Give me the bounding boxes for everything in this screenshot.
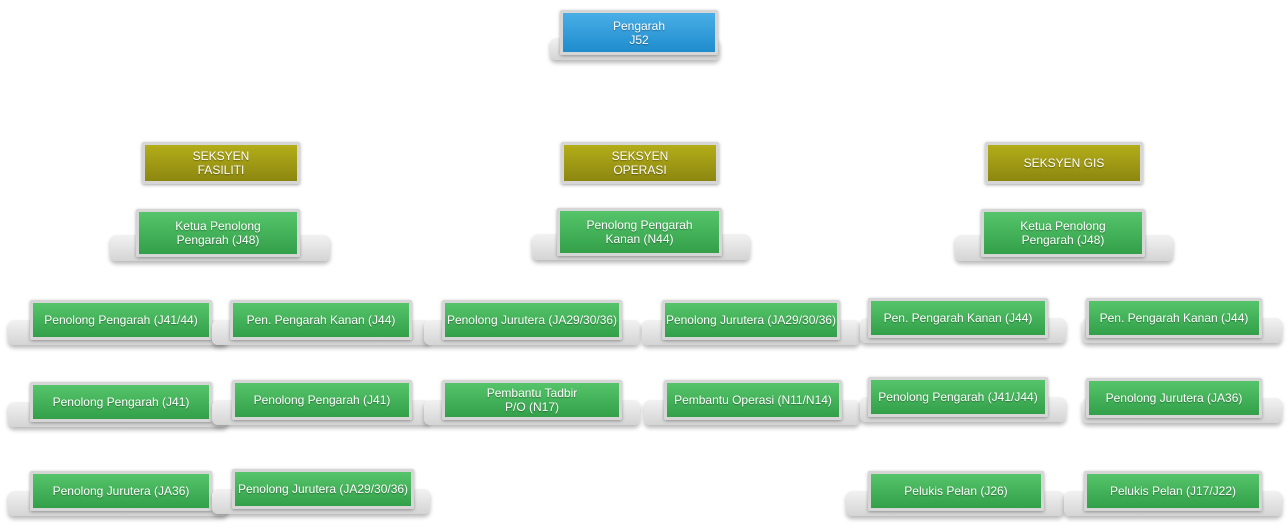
org-node[interactable]: Penolong Pengarah (J41) [212, 380, 430, 425]
node-box: Penolong Jurutera (JA29/30/36) [232, 469, 414, 509]
org-node-head-operasi[interactable]: Penolong Pengarah Kanan (N44) [532, 208, 750, 260]
node-title: Pengarah [612, 18, 666, 33]
org-node[interactable]: Pelukis Pelan (J26) [846, 471, 1064, 516]
node-box: Pembantu Operasi (N11/N14) [664, 380, 842, 420]
node-title: Penolong Pengarah (J41/J44) [878, 390, 1038, 404]
section-header-gis[interactable]: SEKSYEN GIS [985, 142, 1143, 184]
org-node[interactable]: Pembantu Operasi (N11/N14) [644, 380, 860, 425]
org-node[interactable]: Penolong Jurutera (JA36) [1082, 378, 1282, 423]
node-title: Penolong Pengarah (J41/44) [44, 313, 198, 327]
node-title: Penolong Jurutera (JA29/30/36) [237, 482, 409, 496]
org-node[interactable]: Penolong Jurutera (JA36) [8, 471, 228, 516]
node-title: Penolong Pengarah Kanan (N44) [586, 218, 693, 246]
org-node[interactable]: Pembantu Tadbir P/O (N17) [424, 380, 640, 425]
node-box: Pengarah J52 [560, 10, 718, 55]
node-box: Pelukis Pelan (J26) [868, 471, 1044, 511]
node-title: Penolong Jurutera (JA36) [52, 484, 190, 498]
node-box: Penolong Jurutera (JA29/30/36) [442, 300, 622, 340]
node-title: Ketua Penolong Pengarah (J48) [175, 219, 261, 247]
node-title: Penolong Jurutera (JA36) [1105, 391, 1243, 405]
node-title: Ketua Penolong Pengarah (J48) [1020, 219, 1106, 247]
org-node[interactable]: Penolong Pengarah (J41) [8, 382, 228, 427]
node-title: Pembantu Operasi (N11/N14) [674, 393, 832, 407]
node-title: Pen. Pengarah Kanan (J44) [1099, 311, 1249, 325]
org-node[interactable]: Pen. Pengarah Kanan (J44) [212, 300, 430, 345]
node-title: Pelukis Pelan (J26) [904, 484, 1008, 498]
org-node[interactable]: Pen. Pengarah Kanan (J44) [860, 298, 1066, 343]
node-title: Penolong Pengarah (J41) [253, 393, 391, 407]
node-box: Penolong Pengarah (J41) [232, 380, 412, 420]
node-box: Pen. Pengarah Kanan (J44) [230, 300, 412, 340]
node-grade: J52 [629, 32, 649, 47]
node-title: SEKSYEN OPERASI [611, 149, 669, 177]
org-node[interactable]: Penolong Jurutera (JA29/30/36) [642, 300, 860, 345]
org-node[interactable]: Penolong Pengarah (J41/44) [8, 300, 228, 345]
org-node[interactable]: Pen. Pengarah Kanan (J44) [1082, 298, 1282, 343]
node-title: Pembantu Tadbir P/O (N17) [486, 386, 578, 414]
node-title: Pen. Pengarah Kanan (J44) [883, 311, 1033, 325]
node-box: Pen. Pengarah Kanan (J44) [1086, 298, 1262, 338]
org-node-pengarah[interactable]: Pengarah J52 [550, 10, 720, 60]
node-box: SEKSYEN GIS [985, 142, 1143, 184]
node-box: Penolong Pengarah (J41) [30, 382, 212, 422]
node-box: SEKSYEN FASILITI [142, 142, 300, 184]
node-title: Penolong Jurutera (JA29/30/36) [665, 313, 837, 327]
node-box: Penolong Pengarah (J41/44) [30, 300, 212, 340]
node-title: Pelukis Pelan (J17/J22) [1109, 484, 1237, 498]
node-title: SEKSYEN FASILITI [192, 149, 250, 177]
node-box: Pen. Pengarah Kanan (J44) [868, 298, 1048, 338]
node-title: Pen. Pengarah Kanan (J44) [246, 313, 396, 327]
section-header-fasiliti[interactable]: SEKSYEN FASILITI [142, 142, 300, 184]
org-node[interactable]: Penolong Jurutera (JA29/30/36) [212, 469, 430, 514]
node-box: Penolong Pengarah Kanan (N44) [557, 208, 722, 256]
org-node[interactable]: Penolong Jurutera (JA29/30/36) [424, 300, 640, 345]
section-header-operasi[interactable]: SEKSYEN OPERASI [561, 142, 719, 184]
node-box: Penolong Jurutera (JA36) [30, 471, 212, 511]
node-box: Penolong Pengarah (J41/J44) [868, 377, 1048, 417]
node-title: SEKSYEN GIS [1023, 156, 1105, 170]
node-box: Pembantu Tadbir P/O (N17) [442, 380, 622, 420]
node-title: Penolong Pengarah (J41) [52, 395, 190, 409]
node-box: Penolong Jurutera (JA36) [1086, 378, 1262, 418]
org-node-head-gis[interactable]: Ketua Penolong Pengarah (J48) [955, 209, 1173, 261]
org-node[interactable]: Penolong Pengarah (J41/J44) [860, 377, 1066, 422]
org-node[interactable]: Pelukis Pelan (J17/J22) [1064, 471, 1282, 516]
node-box: Ketua Penolong Pengarah (J48) [981, 209, 1145, 257]
node-title: Penolong Jurutera (JA29/30/36) [446, 313, 618, 327]
node-box: SEKSYEN OPERASI [561, 142, 719, 184]
node-box: Ketua Penolong Pengarah (J48) [136, 209, 300, 257]
org-node-head-fasiliti[interactable]: Ketua Penolong Pengarah (J48) [110, 209, 330, 261]
node-box: Penolong Jurutera (JA29/30/36) [662, 300, 840, 340]
node-box: Pelukis Pelan (J17/J22) [1084, 471, 1262, 511]
